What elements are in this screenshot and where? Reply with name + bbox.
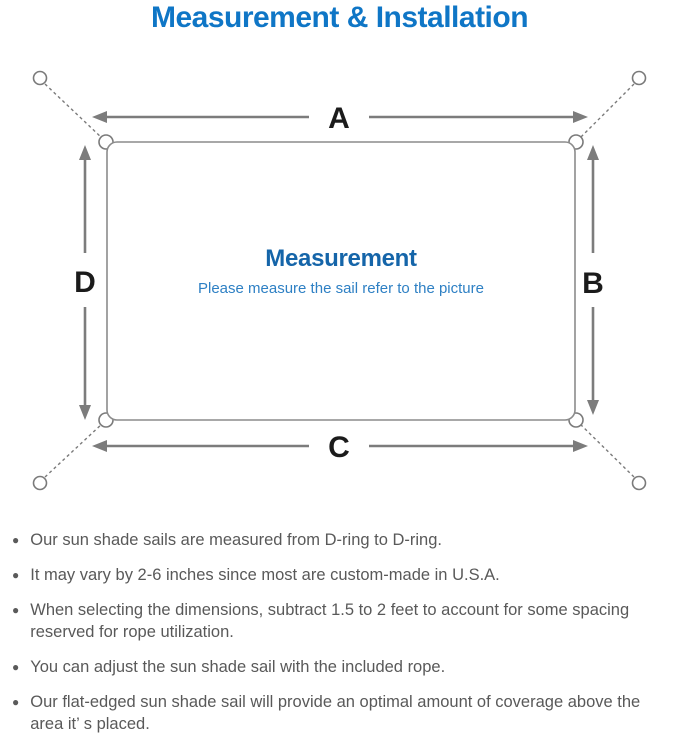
bullet-dot-icon: ●: [12, 603, 20, 617]
bullet-dot-icon: ●: [12, 660, 20, 674]
measurement-diagram: A B C D: [32, 70, 647, 491]
rope-line-bottom-right: [578, 422, 635, 478]
list-item: ● You can adjust the sun shade sail with…: [12, 656, 672, 678]
instruction-text: Our sun shade sails are measured from D-…: [30, 531, 442, 549]
list-item: ● It may vary by 2-6 inches since most a…: [12, 564, 672, 586]
arrowhead-icon: [573, 111, 588, 123]
arrowhead-icon: [587, 400, 599, 415]
bullet-dot-icon: ●: [12, 533, 20, 547]
dimension-arrows: [79, 111, 599, 452]
diagram-center-text: Measurement Please measure the sail refe…: [107, 245, 575, 297]
dimension-label-d: D: [74, 266, 96, 299]
diagram-center-title: Measurement: [265, 245, 417, 272]
list-item: ● Our flat-edged sun shade sail will pro…: [12, 691, 672, 735]
bullet-dot-icon: ●: [12, 695, 20, 709]
arrowhead-icon: [92, 440, 107, 452]
arrowhead-icon: [92, 111, 107, 123]
dimension-label-a: A: [328, 102, 350, 135]
anchor-points: [32, 70, 647, 491]
bullet-dot-icon: ●: [12, 568, 20, 582]
instruction-text: It may vary by 2-6 inches since most are…: [30, 566, 500, 584]
rope-line-bottom-left: [44, 422, 104, 478]
sail-outline-rect: [106, 141, 576, 421]
instructions-list: ● Our sun shade sails are measured from …: [12, 529, 672, 739]
anchor-circle-icon: [32, 70, 48, 86]
anchor-circle-icon: [631, 475, 647, 491]
arrowhead-icon: [587, 145, 599, 160]
instruction-text: When selecting the dimensions, subtract …: [30, 601, 630, 641]
diagram-center-subtitle: Please measure the sail refer to the pic…: [198, 280, 484, 297]
dimension-label-c: C: [328, 431, 350, 464]
arrowhead-icon: [79, 405, 91, 420]
dimension-label-b: B: [582, 267, 604, 300]
list-item: ● Our sun shade sails are measured from …: [12, 529, 672, 551]
arrowhead-icon: [79, 145, 91, 160]
list-item: ● When selecting the dimensions, subtrac…: [12, 599, 672, 643]
instruction-text: Our flat-edged sun shade sail will provi…: [30, 693, 641, 733]
rope-line-top-left: [44, 83, 104, 140]
rope-dashed-lines: [44, 83, 635, 478]
arrowhead-icon: [573, 440, 588, 452]
rope-line-top-right: [578, 83, 635, 140]
anchor-circle-icon: [32, 475, 48, 491]
instruction-text: You can adjust the sun shade sail with t…: [30, 658, 446, 676]
anchor-circle-icon: [631, 70, 647, 86]
page-title: Measurement & Installation: [150, 1, 529, 34]
